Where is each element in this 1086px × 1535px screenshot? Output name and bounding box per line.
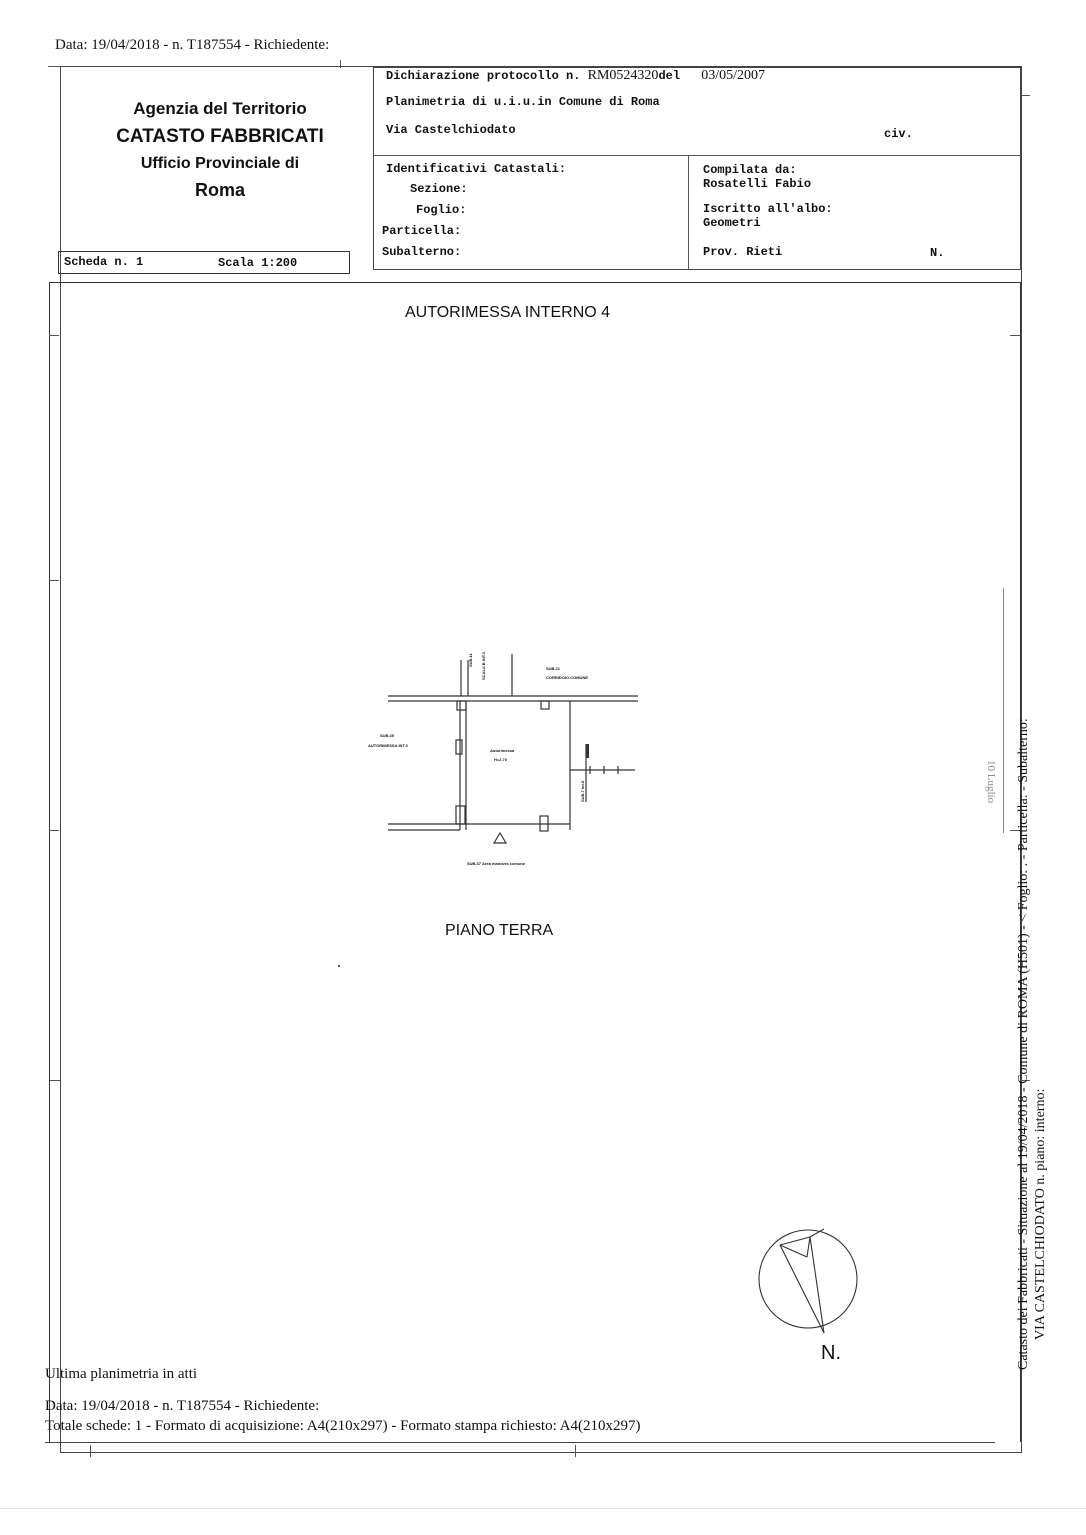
frame-tick bbox=[1010, 830, 1020, 831]
protocol-line: Dichiarazione protocollo n. RM0524320del… bbox=[386, 68, 765, 84]
document-header-line: Data: 19/04/2018 - n. T187554 - Richiede… bbox=[55, 37, 330, 53]
protocol-number: RM0524320 bbox=[587, 68, 659, 83]
page-edge-rule bbox=[0, 1508, 1086, 1509]
floor-plan-drawing bbox=[388, 654, 638, 844]
pillar bbox=[539, 815, 549, 832]
compilata-iscritto: Iscritto all'albo: bbox=[703, 202, 833, 216]
label-scale-int1: SCALA B INT.1 bbox=[481, 651, 486, 680]
drawing-title: AUTORIMESSA INTERNO 4 bbox=[405, 304, 611, 321]
label-room-name: Autorimessa bbox=[490, 748, 515, 753]
frame-tick bbox=[1020, 95, 1030, 96]
pillar bbox=[455, 805, 466, 825]
frame-tick bbox=[1010, 335, 1020, 336]
floor-label: PIANO TERRA bbox=[445, 922, 554, 939]
scheda-box bbox=[58, 251, 350, 274]
frame-tick bbox=[575, 1445, 576, 1457]
footer-totale-line: Totale schede: 1 - Formato di acquisizio… bbox=[45, 1418, 641, 1434]
planimetria-line: Planimetria di u.i.u.in Comune di Roma bbox=[386, 95, 660, 109]
frame-tick bbox=[1020, 1080, 1030, 1081]
frame-tick bbox=[340, 60, 341, 68]
scheda-scale: Scala 1:200 bbox=[218, 256, 298, 270]
side-faint-stamp: 10 Luglio bbox=[985, 760, 997, 804]
agency-provincial-office: Ufficio Provinciale di bbox=[140, 155, 300, 172]
entrance-arrow bbox=[492, 831, 508, 844]
footer-rule bbox=[45, 1442, 995, 1443]
stray-dot bbox=[338, 965, 340, 967]
address-civ-label: civ. bbox=[884, 127, 913, 141]
side-text-line2: VIA CASTELCHIODATO n. piano: interno: bbox=[1033, 1088, 1048, 1340]
side-text-line1: Catasto dei Fabbricati - Situazione al 1… bbox=[1016, 718, 1031, 1370]
label-sub11: SUB.11 bbox=[468, 653, 473, 667]
address-street: Via Castelchiodato bbox=[386, 123, 516, 137]
label-corridoio: CORRIDOIO COMUNE bbox=[546, 675, 588, 680]
identificativi-particella: Particella: bbox=[382, 224, 462, 238]
identificativi-subalterno: Subalterno: bbox=[382, 245, 462, 259]
agency-office: CATASTO FABBRICATI bbox=[116, 126, 324, 147]
frame-tick bbox=[49, 830, 59, 831]
agency-name: Agenzia del Territorio bbox=[133, 99, 307, 118]
label-sub37: SUB.37 Area manovra comune bbox=[467, 861, 526, 866]
dimension-mark bbox=[586, 744, 589, 758]
pillar bbox=[455, 739, 463, 755]
compilata-name: Rosatelli Fabio bbox=[703, 177, 812, 191]
identificativi-title: Identificativi Catastali: bbox=[386, 162, 567, 176]
compilata-title: Compilata da: bbox=[703, 163, 797, 177]
frame-tick bbox=[49, 580, 59, 581]
protocol-date: 03/05/2007 bbox=[701, 68, 766, 83]
header-info-box bbox=[373, 67, 1021, 270]
header-divider bbox=[373, 155, 1021, 156]
label-side: SUB.7 Int.5 bbox=[580, 780, 585, 802]
side-margin-line bbox=[1003, 588, 1004, 833]
scheda-number: Scheda n. 1 bbox=[64, 255, 144, 269]
compilata-n-label: N. bbox=[930, 246, 945, 260]
label-autorimessa-int3: AUTORIMESSA INT.3 bbox=[368, 743, 408, 748]
label-sub21: SUB.21 bbox=[546, 666, 561, 671]
protocol-label: Dichiarazione protocollo n. bbox=[386, 69, 581, 83]
pillar bbox=[540, 700, 550, 710]
north-label: N. bbox=[821, 1342, 841, 1364]
outer-frame bbox=[60, 66, 1022, 1453]
compilata-albo: Geometri bbox=[703, 216, 761, 230]
frame-tick bbox=[49, 335, 59, 336]
frame-tick bbox=[90, 1445, 91, 1457]
header-column-divider bbox=[688, 155, 689, 270]
agency-city: Roma bbox=[194, 180, 245, 200]
compilata-prov: Prov. Rieti bbox=[703, 245, 783, 259]
footer-data-line: Data: 19/04/2018 - n. T187554 - Richiede… bbox=[45, 1398, 320, 1414]
north-compass-icon bbox=[758, 1228, 858, 1334]
label-sub35: SUB.35 bbox=[380, 733, 395, 738]
frame-tick bbox=[48, 66, 60, 67]
footer-ultima: Ultima planimetria in atti bbox=[45, 1366, 198, 1382]
agency-block: Agenzia del Territorio CATASTO FABBRICAT… bbox=[85, 96, 355, 204]
identificativi-sezione: Sezione: bbox=[410, 182, 468, 196]
drawing-frame bbox=[49, 282, 1021, 1442]
protocol-del-label: del bbox=[658, 69, 681, 83]
identificativi-foglio: Foglio: bbox=[416, 203, 467, 217]
label-room-height: H=2.70 bbox=[494, 757, 508, 762]
pillar bbox=[456, 700, 467, 711]
frame-tick bbox=[50, 1080, 60, 1081]
